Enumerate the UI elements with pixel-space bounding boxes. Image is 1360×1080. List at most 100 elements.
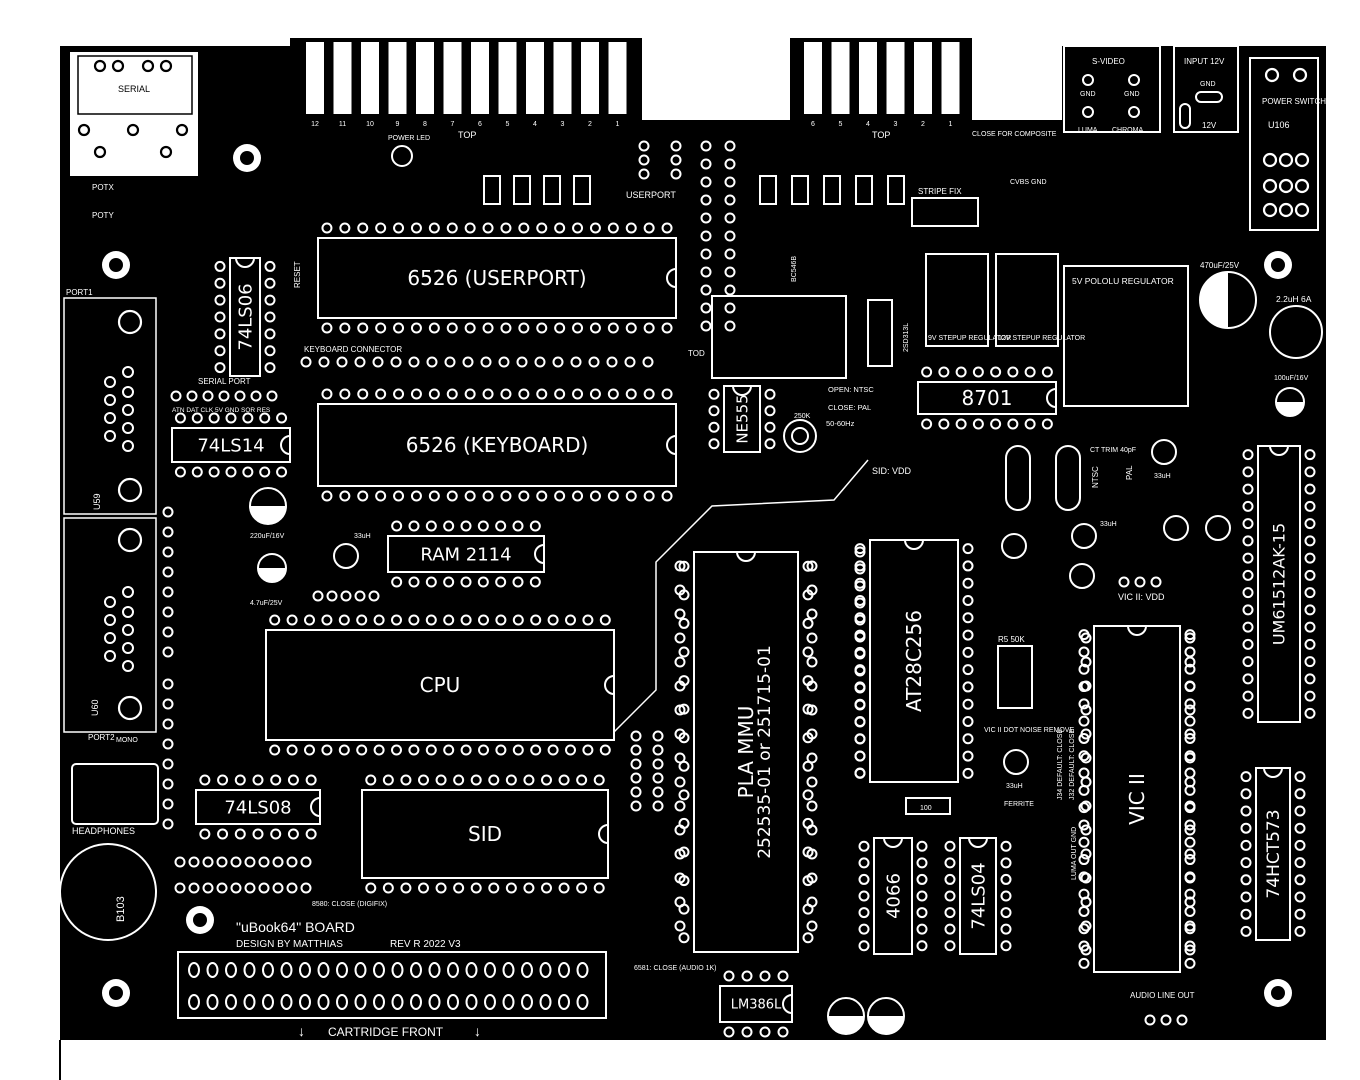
arrow-icon: ↓ — [298, 1023, 305, 1039]
power-switch-label: POWER SWITCH — [1262, 97, 1326, 106]
svideo-connector — [1063, 45, 1161, 133]
edge-finger — [388, 42, 407, 114]
edge-finger — [498, 42, 517, 114]
via-pad — [188, 856, 200, 868]
mount-hole — [233, 144, 261, 172]
via-pad — [700, 176, 712, 188]
via-pad — [162, 646, 174, 658]
via-pad — [480, 356, 492, 368]
via-pad — [806, 800, 818, 812]
reset-label: RESET — [293, 261, 302, 288]
via-pad — [674, 608, 686, 620]
via-pad — [244, 882, 256, 894]
inductor-big — [1269, 305, 1323, 359]
edge-pin-label: 5 — [506, 121, 510, 128]
cartridge-pins — [188, 962, 589, 1010]
power-led-label: POWER LED — [388, 135, 430, 142]
via-pad — [312, 590, 324, 602]
via-pad — [806, 632, 818, 644]
chip-u7-label: 74LS06 — [235, 283, 256, 350]
chip-u2: 74HCT573 — [1240, 767, 1306, 941]
edge-finger — [333, 42, 352, 114]
input-label: INPUT 12V — [1184, 57, 1225, 66]
mono-label: MONO — [116, 737, 138, 744]
via-pad — [624, 356, 636, 368]
serial-label: SERIAL — [118, 84, 150, 94]
via-pad — [1184, 728, 1196, 740]
via-pad — [1118, 576, 1130, 588]
via-pad — [1184, 632, 1196, 644]
via-pad — [806, 608, 818, 620]
inductor — [1151, 439, 1177, 465]
via-pad — [674, 800, 686, 812]
via-pad — [444, 356, 456, 368]
via-pad — [516, 356, 528, 368]
capacitor — [791, 175, 809, 205]
via-pad — [652, 800, 664, 812]
via-pad — [674, 704, 686, 716]
via-pad — [724, 158, 736, 170]
resistor-r52 — [905, 797, 951, 815]
luma-out-label: LUMA OUT GND — [1071, 827, 1078, 880]
via-pad — [1150, 576, 1162, 588]
via-pad — [1184, 824, 1196, 836]
via-pad — [674, 896, 686, 908]
edge-pin-label: 5 — [839, 121, 843, 128]
j32-label: J32 DEFAULT: CLOSE — [1069, 729, 1076, 800]
via-pad — [724, 320, 736, 332]
pla-part-numbers: 252535-01 or 251715-01 — [755, 645, 775, 859]
via-pad — [202, 882, 214, 894]
chroma-label: CHROMA — [1112, 127, 1143, 134]
via-pad — [234, 390, 246, 402]
via-pad — [1184, 848, 1196, 860]
serial-port-label: SERIAL PORT — [198, 377, 251, 386]
pololu-regulator — [1063, 265, 1189, 407]
chip-sid: SID — [361, 774, 609, 894]
poty-label: POTY — [92, 211, 114, 220]
j34-label: J34 DEFAULT: CLOSE — [1057, 729, 1064, 800]
edge-finger — [443, 42, 462, 114]
via-pad — [724, 248, 736, 260]
via-pad — [630, 772, 642, 784]
via-pad — [218, 390, 230, 402]
via-pad — [652, 730, 664, 742]
edge-finger — [416, 42, 434, 114]
edge-finger — [831, 42, 850, 114]
via-pad — [162, 778, 174, 790]
via-pad — [674, 728, 686, 740]
via-pad — [462, 356, 474, 368]
trimmer-250k — [783, 419, 817, 453]
capacitor — [513, 175, 531, 205]
via-pad — [162, 506, 174, 518]
via-pad — [630, 786, 642, 798]
mount-hole — [102, 251, 130, 279]
via-pad — [806, 752, 818, 764]
chip-u8: 6526 (USERPORT) — [317, 222, 677, 334]
via-pad — [162, 678, 174, 690]
u59-label: U59 — [92, 493, 102, 510]
via-pad — [258, 856, 270, 868]
capacitor — [855, 175, 873, 205]
via-pad — [674, 656, 686, 668]
capacitor — [543, 175, 561, 205]
via-pad — [390, 356, 402, 368]
via-pad — [854, 699, 866, 711]
chip-cpu-label: CPU — [420, 673, 461, 697]
via-pad — [1080, 632, 1092, 644]
via-pad — [854, 682, 866, 694]
stepup12-label: 12V STEPUP REGULATOR — [998, 335, 1085, 342]
chip-u2-label: 74HCT573 — [1264, 809, 1284, 898]
capacitor — [823, 175, 841, 205]
chip-u18-label: 8701 — [962, 386, 1013, 410]
via-pad — [230, 882, 242, 894]
edge-pin-label: 7 — [451, 121, 455, 128]
via-pad — [1184, 704, 1196, 716]
via-pad — [1184, 800, 1196, 812]
via-pad — [162, 718, 174, 730]
edge-finger — [608, 42, 627, 114]
via-pad — [700, 320, 712, 332]
c9-label: 220uF/16V — [250, 533, 285, 540]
b103-label: B103 — [115, 896, 127, 922]
via-pad — [300, 856, 312, 868]
via-pad — [368, 590, 380, 602]
